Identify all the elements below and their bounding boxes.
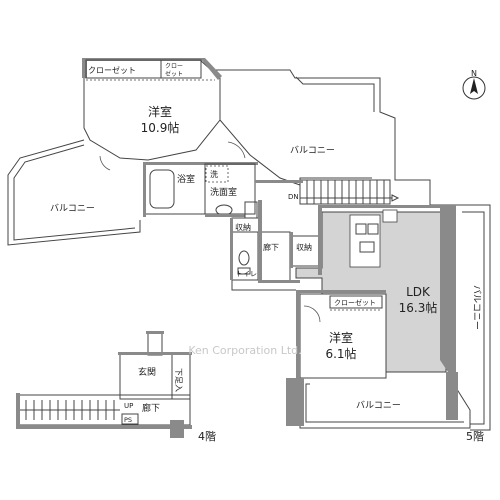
stairs-up-label: UP (124, 402, 133, 410)
western-room-2-name: 洋室 (329, 330, 353, 345)
hallway-4f-label: 廊下 (142, 402, 160, 414)
floor-5-label: 5階 (466, 429, 484, 443)
stairs-down (299, 179, 400, 205)
connecting-walls (231, 180, 303, 291)
western-room-1-name: 洋室 (148, 104, 172, 119)
bathroom-label: 浴室 (177, 173, 195, 185)
closet-2-label-bottom: ゼット (165, 70, 183, 78)
compass-icon: N (462, 69, 486, 100)
western-room-2 (286, 290, 387, 426)
closet-1-label: クローゼット (88, 65, 136, 75)
closet-3-label: クローゼット (334, 298, 376, 307)
compass-label: N (471, 69, 477, 78)
washroom-label: 洗面室 (210, 186, 237, 198)
balcony-bottom-label: バルコニー (356, 400, 401, 411)
balcony-right-label: バルコニー (471, 285, 482, 330)
shoe-storage-label: 下足入 (174, 368, 183, 392)
entrance-label: 玄関 (138, 366, 156, 378)
pipe-space-label: PS (124, 416, 132, 424)
ldk-name: LDK (406, 285, 431, 299)
balcony-left-outline (7, 139, 141, 246)
western-room-1 (82, 58, 246, 171)
watermark: Ken Corporation Ltd. (188, 344, 301, 357)
stairs-down-label: DN (288, 193, 299, 201)
floor-4-stairs (20, 400, 120, 420)
storage-1-label: 収納 (235, 222, 251, 232)
western-room-1-size: 10.9帖 (141, 120, 180, 135)
floor-4-plan (16, 331, 192, 438)
balcony-left-label: バルコニー (50, 203, 95, 214)
washer-label: 洗 (210, 169, 218, 179)
balcony-right-outline (455, 204, 491, 431)
ldk-size: 16.3帖 (399, 300, 438, 315)
storage-2-label: 収納 (296, 242, 312, 252)
closet-2-label-top: クロー (165, 63, 183, 70)
western-room-2-size: 6.1帖 (325, 346, 356, 361)
floor-4-label: 4階 (198, 429, 216, 443)
toilet-label: トイレ (236, 270, 257, 278)
hallway-5f-label: 廊下 (263, 242, 279, 252)
balcony-top-label: バルコニー (290, 145, 335, 156)
wet-area (143, 162, 258, 217)
